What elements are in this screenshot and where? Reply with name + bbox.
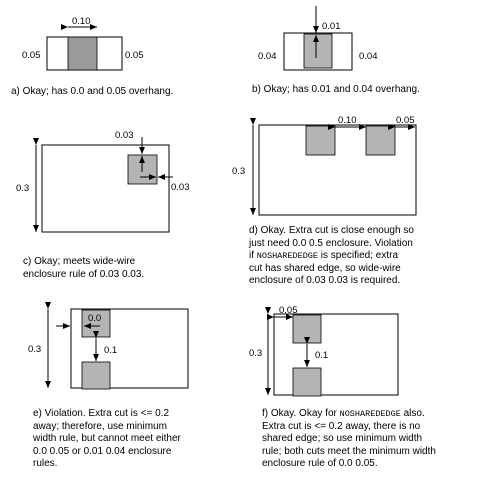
keyword-noshared-edge: NOSHAREDEDGE	[339, 409, 401, 419]
left-label: 0.04	[258, 51, 277, 62]
panel-c: 0.03 0.03 0.3	[16, 130, 190, 233]
caption-d: d) Okay. Extra cut is close enough so ju…	[249, 225, 414, 288]
caption-line: d) Okay. Extra cut is close enough so	[249, 225, 414, 236]
gap-label: 0.1	[315, 350, 328, 361]
caption-line: e) Violation. Extra cut is <= 0.2	[33, 408, 170, 419]
right-label: 0.03	[171, 182, 190, 193]
caption-a: a) Okay; has 0.0 and 0.05 overhang.	[11, 86, 173, 99]
overhang-label: 0.0	[88, 313, 101, 324]
cut-square	[67, 36, 98, 71]
gap-label: 0.1	[104, 345, 117, 356]
caption-line: away; therefore, use minimum	[33, 420, 167, 432]
height-label: 0.3	[232, 166, 245, 177]
right-label: 0.04	[359, 51, 378, 62]
caption-line: shared edge; so use minimum width	[262, 433, 423, 444]
gap-label: 0.10	[338, 115, 357, 126]
cut-square-top	[292, 314, 322, 344]
caption-c: c) Okay; meets wide-wire enclosure rule …	[23, 256, 144, 281]
top-label: 0.03	[115, 130, 134, 141]
height-label: 0.3	[28, 344, 41, 355]
panel-b: 0.01 0.04 0.04	[258, 6, 378, 71]
cut-square	[303, 33, 333, 69]
top-label: 0.10	[72, 16, 91, 27]
caption-line: enclosure rule of 0.0 0.05.	[262, 458, 378, 469]
height-label: 0.3	[16, 183, 29, 194]
height-label: 0.3	[249, 348, 262, 359]
cut-square-bottom	[81, 361, 111, 390]
caption-line: a) Okay; has 0.0 and 0.05 overhang.	[11, 86, 174, 97]
top-label: 0.01	[322, 21, 341, 32]
caption-text: also.	[400, 408, 425, 419]
caption-line: b) Okay; has 0.01 and 0.04 overhang.	[252, 84, 420, 95]
caption-line: enclosure of 0.03 0.03 is required.	[249, 275, 401, 286]
caption-line: rule; both cuts meet the minimum width	[262, 445, 436, 457]
cut-square-left	[305, 125, 336, 156]
top-label: 0.05	[279, 305, 298, 316]
edge-label: 0.05	[396, 115, 415, 126]
caption-line: width rule, but cannot meet either	[33, 433, 181, 444]
caption-line: f) Okay. Okay for NOSHAREDEDGE also.	[262, 408, 436, 421]
panel-d: 0.10 0.05 0.3	[232, 115, 417, 216]
cut-square-bottom	[292, 367, 322, 397]
caption-b: b) Okay; has 0.01 and 0.04 overhang.	[252, 84, 420, 97]
caption-line: Extra cut is <= 0.2 away, there is no	[262, 420, 421, 432]
caption-text: if	[249, 250, 257, 261]
caption-line: just need 0.0 0.5 enclosure. Violation	[249, 237, 413, 249]
left-label: 0.05	[22, 50, 41, 61]
panel-e: 0.0 0.1 0.3	[28, 302, 189, 390]
caption-line: rules.	[33, 458, 58, 469]
caption-line: 0.0 0.05 or 0.01 0.04 enclosure	[33, 445, 172, 457]
caption-text: is specified; extra	[318, 250, 399, 261]
caption-e: e) Violation. Extra cut is <= 0.2 away; …	[33, 408, 181, 471]
caption-line: enclosure rule of 0.03 0.03.	[23, 268, 145, 280]
panel-f: 0.05 0.1 0.3	[249, 305, 399, 397]
caption-f: f) Okay. Okay for NOSHAREDEDGE also. Ext…	[262, 408, 436, 471]
caption-line: if NOSHAREDEDGE is specified; extra	[249, 250, 414, 263]
right-label: 0.05	[125, 50, 144, 61]
panel-a: 0.10 0.05 0.05	[22, 16, 144, 71]
caption-line: c) Okay; meets wide-wire	[23, 256, 136, 267]
cut-square-right	[365, 125, 396, 156]
caption-line: cut has shared edge, so wide-wire	[249, 262, 401, 274]
keyword-noshared-edge: NOSHAREDEDGE	[256, 251, 318, 261]
caption-text: f) Okay. Okay for	[262, 408, 340, 419]
